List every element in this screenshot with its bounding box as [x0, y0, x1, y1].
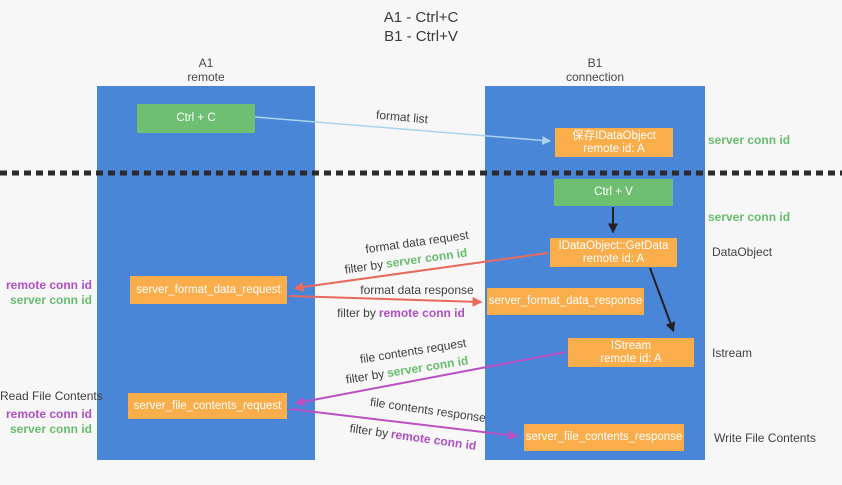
- server-file-contents-response-box: server_file_contents_response: [524, 424, 684, 451]
- title-line-2: B1 - Ctrl+V: [384, 28, 458, 45]
- server-conn-id-left-label: server conn id: [9, 422, 92, 436]
- save-dataobject-box: 保存IDataObject remote id: A: [555, 128, 673, 157]
- server-conn-id-right-mid-label: server conn id: [708, 210, 791, 224]
- lane-a-header: A1 remote: [97, 56, 315, 84]
- save-dataobject-line1: 保存IDataObject: [572, 129, 656, 142]
- istream-box: IStream remote id: A: [568, 338, 694, 367]
- format-list-arrow: [254, 116, 552, 145]
- ctrl-v-box: Ctrl + V: [554, 179, 673, 206]
- lane-b-subtitle: connection: [565, 70, 625, 84]
- istream-line2: remote id: A: [600, 352, 662, 365]
- lane-a-subtitle: remote: [187, 70, 225, 84]
- diagram-title: A1 - Ctrl+C B1 - Ctrl+V: [0, 8, 842, 46]
- file-contents-request-arrow: [294, 351, 567, 407]
- save-dataobject-line2: remote id: A: [583, 142, 645, 155]
- format-data-response-arrow: [288, 295, 483, 307]
- server-format-data-response-label: server_format_data_response: [488, 295, 643, 307]
- format-data-request-arrow: [293, 252, 549, 292]
- ctrl-v-label: Ctrl + V: [594, 186, 633, 198]
- file-contents-response-arrow: [289, 408, 519, 441]
- remote-conn-id-text: remote conn id: [378, 306, 465, 320]
- remote-conn-id-left-label: remote conn id: [5, 407, 92, 421]
- format-request-conn-ids: remote conn id server conn id: [0, 278, 92, 308]
- getdata-line2: remote id: A: [582, 252, 645, 265]
- read-file-contents-label: Read File Contents: [0, 389, 103, 403]
- title-line-1: A1 - Ctrl+C: [383, 9, 459, 26]
- server-format-data-request-label: server_format_data_request: [136, 283, 281, 296]
- ctrl-c-label: Ctrl + C: [176, 112, 216, 124]
- server-file-contents-response-label: server_file_contents_response: [525, 431, 683, 443]
- file-request-side-labels: Read File Contents remote conn id server…: [0, 389, 103, 437]
- getdata-to-istream-arrow: [649, 267, 676, 333]
- filter-by-text: filter by: [337, 306, 376, 320]
- getdata-box: IDataObject::GetData remote id: A: [550, 238, 677, 267]
- server-conn-id-right-top-label: server conn id: [708, 133, 791, 147]
- istream-line1: IStream: [610, 339, 652, 352]
- server-file-contents-request-box: server_file_contents_request: [128, 393, 287, 419]
- server-conn-id-left-label: server conn id: [9, 293, 92, 307]
- getdata-line1: IDataObject::GetData: [558, 239, 669, 252]
- lane-a-name: A1: [198, 56, 214, 70]
- lane-b-header: B1 connection: [485, 56, 705, 84]
- server-file-contents-request-label: server_file_contents_request: [133, 399, 282, 412]
- ctrl-c-box: Ctrl + C: [137, 104, 255, 133]
- dataobject-label: DataObject: [712, 245, 773, 259]
- remote-conn-id-left-label: remote conn id: [5, 278, 92, 292]
- istream-side-label: Istream: [712, 346, 753, 360]
- lane-b-name: B1: [587, 56, 603, 70]
- server-format-data-response-box: server_format_data_response: [487, 288, 644, 315]
- format-data-response-label: format data response: [360, 283, 474, 297]
- write-file-contents-label: Write File Contents: [714, 431, 816, 445]
- server-format-data-request-box: server_format_data_request: [130, 276, 287, 304]
